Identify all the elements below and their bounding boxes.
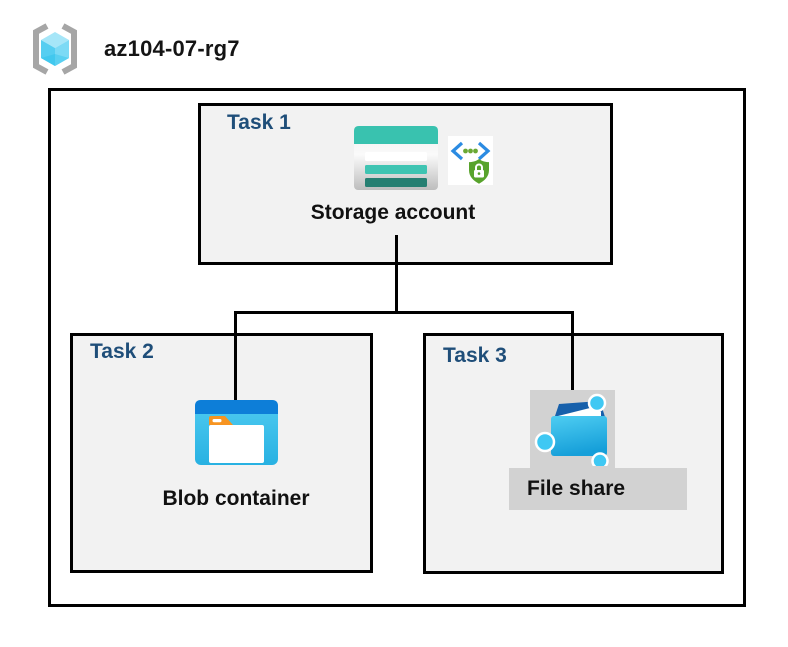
secure-endpoint-icon [448,136,493,190]
connector-to-blob [234,311,237,400]
connector-horizontal [234,311,574,314]
task3-label: Task 3 [443,344,507,367]
storage-account-label: Storage account [310,201,476,224]
resource-group-icon [28,22,82,81]
file-share-label: File share [527,477,626,500]
resource-group-title: az104-07-rg7 [104,36,240,61]
storage-account-icon [354,126,438,195]
connector-storage-down [395,235,398,314]
task1-label: Task 1 [227,111,291,134]
file-share-icon [534,392,614,471]
blob-container-label: Blob container [162,487,310,510]
connector-to-fileshare [571,311,574,394]
blob-container-icon [195,400,278,470]
task2-label: Task 2 [90,340,154,363]
fileshare-label-plate: File share [509,468,687,510]
